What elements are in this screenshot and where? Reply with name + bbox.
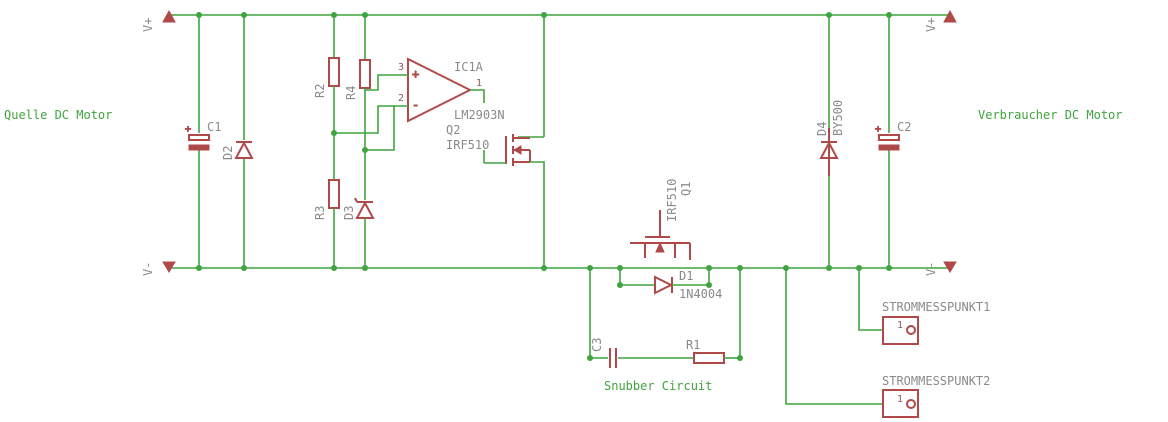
- ic-value-label: LM2903N: [454, 108, 505, 122]
- q2-value-label: IRF510: [446, 138, 489, 152]
- diode-d4: D4 BY500: [815, 15, 845, 268]
- resistor-r4: R4: [344, 15, 371, 200]
- ic1a-label: IC1A: [454, 60, 484, 74]
- resistor-r2: R2: [313, 15, 340, 180]
- q2-label: Q2: [446, 123, 460, 137]
- snubber-label: Snubber Circuit: [604, 379, 712, 393]
- supply-vplus-left: V+: [141, 9, 176, 32]
- measure-point-2-label: STROMMESSPUNKT2: [882, 374, 990, 388]
- c1-label: C1: [207, 120, 221, 134]
- supply-vplus-right: V+: [924, 9, 957, 32]
- c2-label: C2: [897, 120, 911, 134]
- comparator-ic1a: + - 3 2 1 IC1A LM2903N: [398, 57, 505, 123]
- diode-d2: D2: [221, 15, 254, 268]
- measure-point-1-label: STROMMESSPUNKT1: [882, 300, 990, 314]
- pin3-label: 3: [398, 62, 404, 73]
- d3-label: D3: [342, 206, 356, 220]
- d4-label: D4: [815, 122, 829, 136]
- svg-text:1: 1: [897, 320, 903, 331]
- capacitor-c2: + C2: [875, 15, 911, 268]
- consumer-label: Verbraucher DC Motor: [978, 108, 1123, 122]
- q1-label: Q1: [679, 182, 693, 196]
- d1-label: D1: [679, 269, 693, 283]
- q1-value-label: IRF510: [665, 179, 679, 222]
- capacitor-c1: + C1: [185, 15, 221, 268]
- r3-label: R3: [313, 206, 327, 220]
- junctions: [196, 12, 892, 361]
- vminus-label: V-: [141, 262, 155, 276]
- measure-point-1: 1 STROMMESSPUNKT1: [858, 268, 990, 345]
- supply-vminus-right: V-: [924, 261, 957, 276]
- svg-text:+: +: [875, 124, 881, 135]
- d1-value-label: 1N4004: [679, 287, 722, 301]
- svg-text:+: +: [185, 124, 191, 135]
- r2-label: R2: [313, 84, 327, 98]
- svg-text:1: 1: [897, 394, 903, 405]
- vplus-label: V+: [141, 18, 155, 32]
- source-label: Quelle DC Motor: [4, 108, 112, 122]
- r1-label: R1: [686, 338, 700, 352]
- measure-point-2: 1 STROMMESSPUNKT2: [785, 268, 990, 418]
- diode-d1: D1 1N4004: [619, 268, 722, 301]
- pin1-label: 1: [476, 78, 482, 89]
- r4-label: R4: [344, 86, 358, 100]
- zener-d3: D3: [342, 197, 375, 268]
- supply-vminus-left: V-: [141, 261, 176, 276]
- pin2-label: 2: [398, 93, 404, 104]
- d4-value-label: BY500: [831, 100, 845, 136]
- snubber-circuit: C3 R1 Snubber Circuit: [589, 268, 741, 393]
- vplus-label-right: V+: [924, 18, 938, 32]
- vminus-label-right: V-: [924, 262, 938, 276]
- d2-label: D2: [221, 146, 235, 160]
- mosfet-q2: Q2 IRF510: [446, 15, 545, 268]
- resistor-r3: R3: [313, 179, 340, 268]
- mosfet-q1: IRF510 Q1: [630, 179, 693, 260]
- c3-label: C3: [590, 338, 604, 352]
- svg-text:+: +: [412, 67, 419, 81]
- svg-text:-: -: [412, 98, 419, 112]
